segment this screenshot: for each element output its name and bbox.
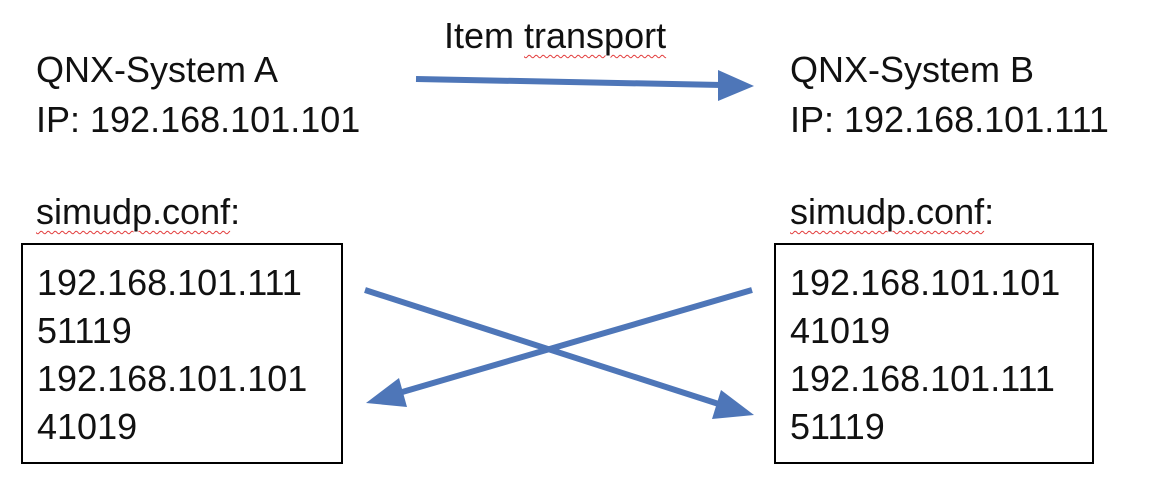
transport-label-item: Item bbox=[444, 15, 525, 56]
transport-label-word: transport bbox=[524, 15, 667, 56]
transport-label: Item transport bbox=[444, 18, 666, 54]
system-a-conf-line: 51119 bbox=[37, 310, 132, 351]
system-a-name: QNX-System A bbox=[36, 49, 279, 90]
system-a-conf-label: simudp.conf: bbox=[36, 194, 240, 230]
system-b-conf-line: 41019 bbox=[790, 310, 891, 351]
transport-arrow bbox=[415, 70, 754, 101]
cross-arrow-b-to-a bbox=[366, 287, 753, 407]
system-a-conf-line: 192.168.101.111 bbox=[37, 262, 302, 303]
system-b-conf-label: simudp.conf: bbox=[790, 194, 994, 230]
system-a-conf-filename: simudp.conf bbox=[36, 191, 231, 232]
system-b-ip: IP: 192.168.101.111 bbox=[790, 99, 1109, 140]
system-b-conf-line: 192.168.101.111 bbox=[790, 358, 1055, 399]
system-a-conf-line: 41019 bbox=[37, 406, 138, 447]
system-a-conf-colon: : bbox=[230, 191, 241, 232]
system-a-conf-line: 192.168.101.101 bbox=[37, 358, 308, 399]
system-b-conf-line: 192.168.101.101 bbox=[790, 262, 1061, 303]
system-b-conf-line: 51119 bbox=[790, 406, 885, 447]
system-b-conf-box: 192.168.101.101 41019 192.168.101.111 51… bbox=[774, 243, 1094, 464]
system-b-name: QNX-System B bbox=[790, 49, 1035, 90]
system-a-conf-box: 192.168.101.111 51119 192.168.101.101 41… bbox=[21, 243, 343, 464]
system-a-ip: IP: 192.168.101.101 bbox=[36, 99, 361, 140]
system-b-conf-colon: : bbox=[984, 191, 995, 232]
system-b-conf-filename: simudp.conf bbox=[790, 191, 985, 232]
